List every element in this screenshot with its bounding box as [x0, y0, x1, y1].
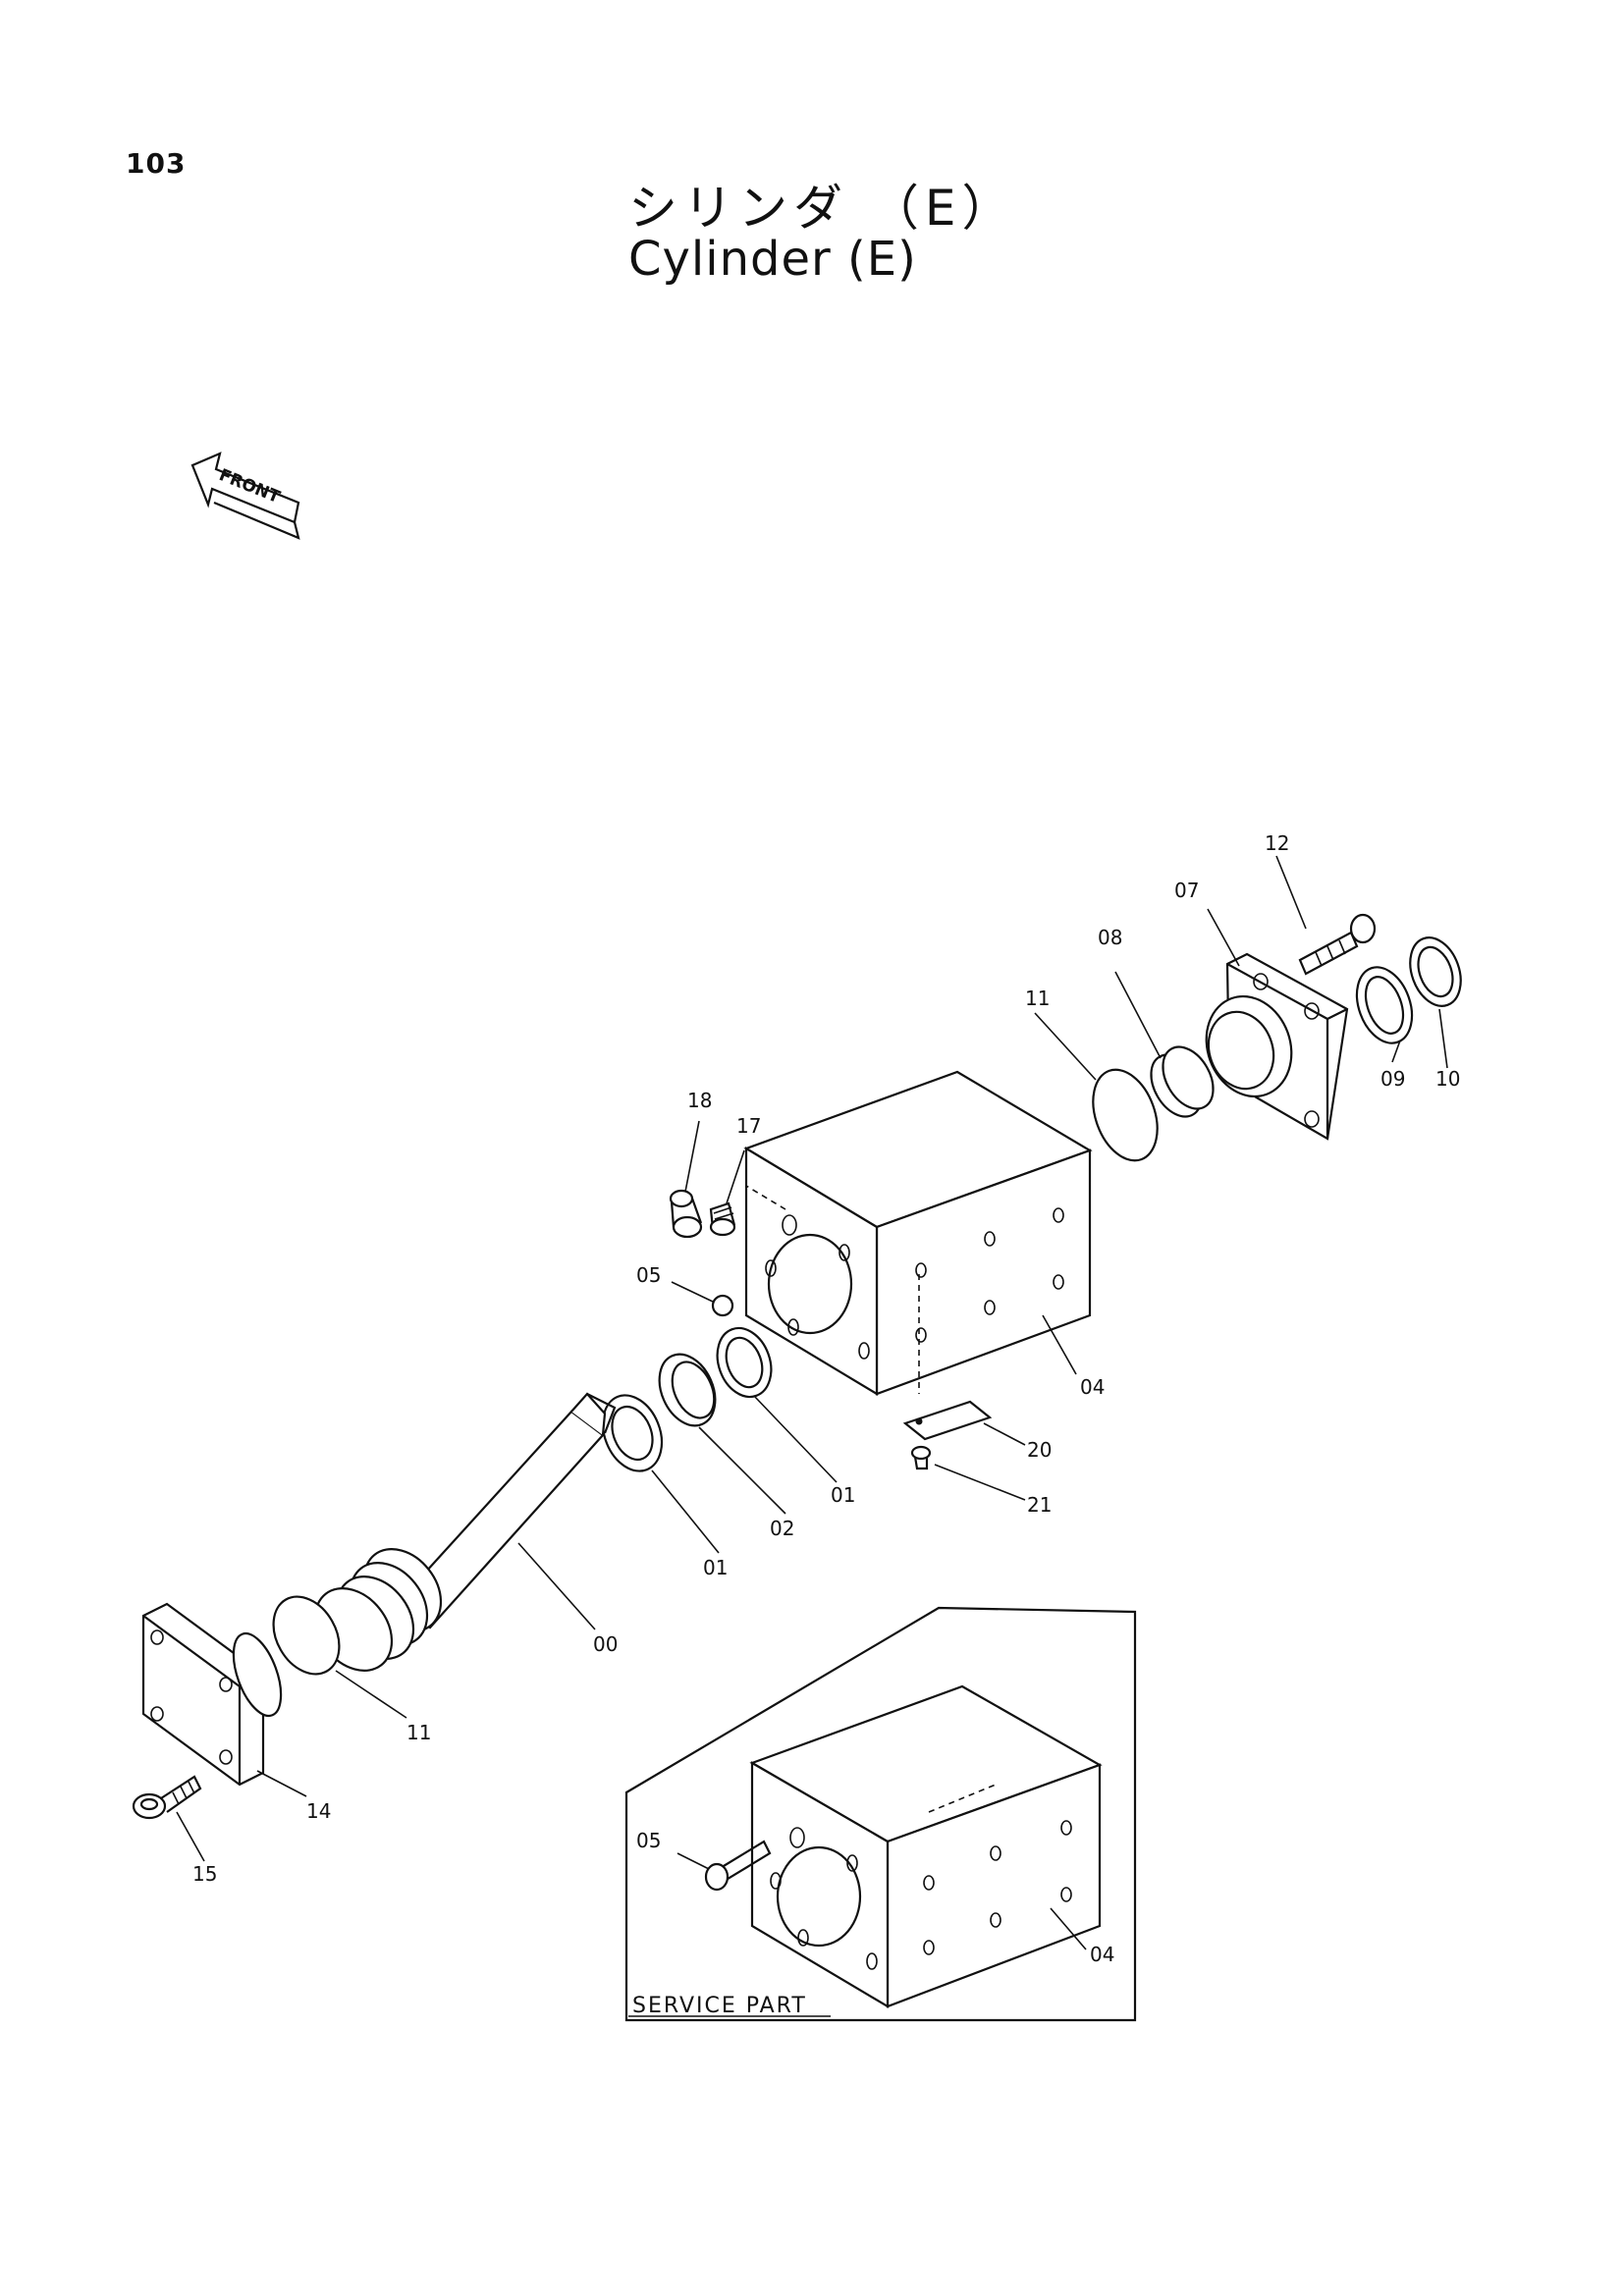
piston-rod-part-00: [313, 1392, 617, 1672]
bolt-part-15: [132, 1775, 202, 1820]
ring-part-02: [658, 1353, 717, 1427]
screw-part-21: [910, 1445, 932, 1470]
callout-14: 14: [306, 1799, 331, 1823]
o-ring-part-11-upper: [1092, 1068, 1159, 1162]
callout-09: 09: [1380, 1067, 1405, 1091]
callout-07: 07: [1174, 879, 1199, 902]
callout-15: 15: [192, 1862, 217, 1886]
bolt-part-12: [1298, 913, 1377, 976]
callout-04: 04: [1080, 1375, 1105, 1399]
front-arrow-icon: FRONT: [190, 452, 300, 540]
cylinder-body-part-04: [743, 1070, 1093, 1396]
callout-20: 20: [1027, 1438, 1052, 1462]
callout-12: 12: [1265, 831, 1289, 855]
service-plug-part-05: [704, 1840, 772, 1892]
title-english: Cylinder (E): [628, 232, 917, 287]
service-callout-05: 05: [636, 1829, 661, 1852]
title-japanese: シリンダ （E）: [628, 180, 1017, 237]
leader-lines: [176, 855, 1448, 1862]
o-ring-part-11-lower: [272, 1595, 341, 1676]
callout-11-lower: 11: [406, 1721, 431, 1744]
plug-part-17: [709, 1201, 736, 1237]
service-cylinder-body-part-04: [749, 1684, 1103, 2008]
callout-01-upper: 01: [831, 1483, 855, 1507]
end-cover-part-14: [141, 1602, 283, 1787]
callout-05: 05: [636, 1263, 661, 1287]
service-part-panel: SERVICE PART 05 04: [624, 1606, 1137, 2022]
callout-18: 18: [687, 1089, 712, 1112]
callout-21: 21: [1027, 1493, 1052, 1517]
callout-10: 10: [1435, 1067, 1460, 1091]
callout-17: 17: [736, 1114, 761, 1138]
ring-part-10: [1409, 936, 1462, 1007]
seal-part-09: [1355, 966, 1414, 1044]
plug-part-18: [669, 1189, 703, 1239]
callout-08: 08: [1098, 926, 1122, 949]
service-part-label: SERVICE PART: [632, 1994, 807, 2018]
ring-part-08: [1150, 1045, 1215, 1118]
callout-01-lower: 01: [703, 1556, 728, 1579]
plate-part-20: [902, 1400, 993, 1441]
callout-labels: 12 07 08 11 09 10 18 17 05 04 20 21 01 0…: [192, 831, 1460, 1886]
seal-ring-part-01-lower: [601, 1394, 664, 1472]
service-callout-04: 04: [1090, 1943, 1114, 1966]
callout-11-upper: 11: [1025, 987, 1050, 1010]
seal-ring-part-01-upper: [716, 1326, 773, 1399]
end-cover-part-07: [1205, 952, 1349, 1141]
callout-02: 02: [770, 1517, 794, 1540]
callout-00: 00: [593, 1632, 618, 1656]
ball-part-05: [711, 1294, 734, 1317]
page-number: 103: [126, 147, 187, 180]
